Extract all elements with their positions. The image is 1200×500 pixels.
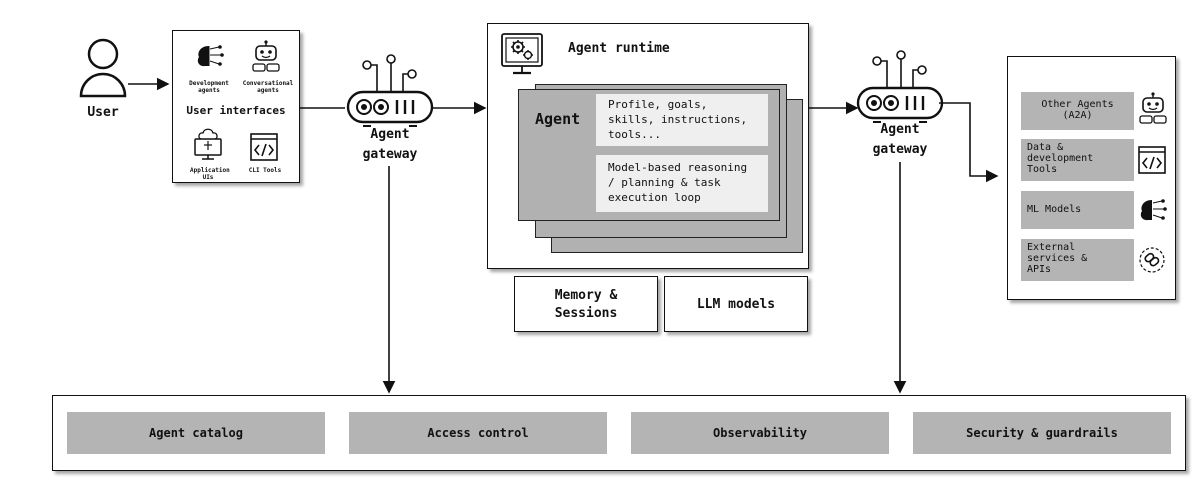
tool-data-development: Data & development Tools [1021,139,1134,181]
agent-label: Agent [535,110,581,128]
agent-reasoning-note: Model-based reasoning / planning & task … [596,155,768,212]
agent-runtime-title: Agent runtime [568,41,670,56]
ui-item-cli-tools: CLI Tools [248,167,282,174]
agent-profile-line-1: Profile, goals, [608,98,708,111]
tool-external-services-line-2: services & [1027,253,1088,264]
ui-item-development-agents: Development agents [189,80,229,94]
tool-data-development-line-2: development [1027,153,1094,164]
gateway-router-icon [856,50,944,123]
user-label: User [87,105,119,120]
agent-reasoning-line-2: / planning & task [608,176,721,189]
llm-models-label: LLM models [696,297,776,312]
code-window-icon [1138,146,1166,174]
footer-security-guardrails: Security & guardrails [913,412,1171,454]
llm-models-box: LLM models [664,276,808,332]
agent-profile-note: Profile, goals, skills, instructions, to… [596,94,768,146]
user-interfaces-panel: Development agents Conversational agents… [172,30,300,183]
brain-icon [1140,199,1167,221]
robot-icon [1139,92,1167,124]
gateway-left-label-2: gateway [362,147,418,162]
tool-external-services: External services & APIs [1021,239,1134,281]
tools-panel: Other Agents (A2A) Data & development To… [1007,56,1176,300]
tool-data-development-line-3: Tools [1027,164,1058,175]
runtime-monitor-gear-icon [501,33,543,75]
tool-ml-models: ML Models [1021,191,1134,229]
tool-external-services-line-3: APIs [1027,264,1052,275]
memory-sessions-line-1: Memory & [554,288,618,303]
gateway-router-icon [346,54,434,127]
user-actor: User [73,38,133,128]
agent-reasoning-line-3: execution loop [608,191,701,204]
robot-icon [252,40,280,72]
agent-profile-line-2: skills, instructions, [608,113,748,126]
tool-other-agents: Other Agents (A2A) [1021,92,1134,130]
agent-profile-line-3: tools... [608,128,661,141]
application-ui-icon [194,128,222,160]
agent-gateway-left: Agent gateway [345,54,435,167]
user-icon [79,38,127,98]
gateway-right-label-2: gateway [872,142,928,157]
ui-item-conversational-agents: Conversational agents [242,80,294,94]
memory-sessions-line-2: Sessions [554,306,618,321]
footer-access-control: Access control [349,412,607,454]
memory-sessions-box: Memory & Sessions [514,276,658,332]
footer-observability: Observability [631,412,889,454]
brain-icon [197,45,224,67]
tool-data-development-line-1: Data & [1027,142,1064,153]
gateway-left-label-1: Agent [370,127,410,142]
agent-reasoning-line-1: Model-based reasoning [608,161,748,174]
gateway-right-label-1: Agent [880,122,920,137]
tool-other-agents-line-1: Other Agents [1041,99,1114,110]
tool-other-agents-line-2: (A2A) [1062,110,1093,121]
agent-gateway-right: Agent gateway [855,50,945,163]
footer-agent-catalog: Agent catalog [67,412,325,454]
tool-external-services-line-1: External [1027,242,1076,253]
ui-item-application-uis: Application UIs [190,167,230,181]
api-link-icon [1139,247,1165,273]
user-interfaces-title: User interfaces [186,104,286,117]
code-window-icon [250,133,278,161]
tool-ml-models-line-1: ML Models [1027,204,1082,215]
